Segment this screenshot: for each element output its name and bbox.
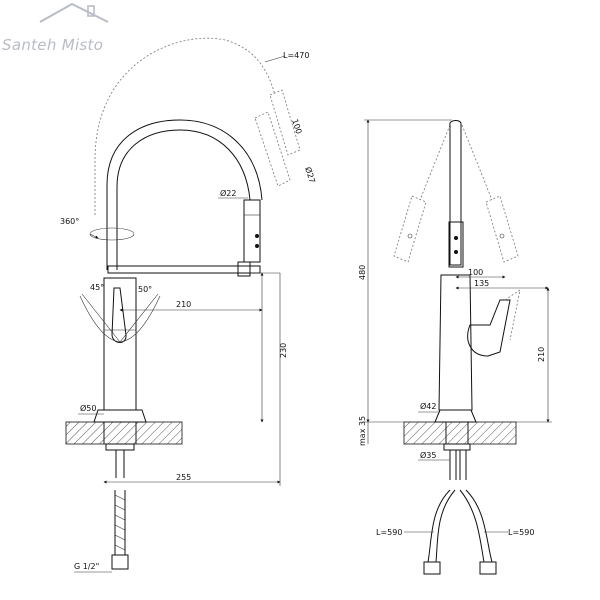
rotation-arrow bbox=[89, 233, 99, 239]
rotation-indicator bbox=[89, 227, 135, 241]
thread-label: G 1/2" bbox=[74, 562, 99, 571]
hose-braid-front bbox=[114, 494, 126, 551]
body-diameter-label: Ø50 bbox=[80, 403, 96, 413]
hose-stub-front bbox=[115, 450, 125, 478]
lever-handle bbox=[111, 287, 127, 343]
support-clip bbox=[237, 261, 251, 277]
height-to-spout-label: 230 bbox=[279, 343, 288, 358]
brand-logo: Santeh Misto bbox=[2, 2, 109, 54]
total-height-label: 480 bbox=[358, 265, 367, 280]
hose-right-label: L=590 bbox=[508, 528, 534, 537]
head-extension-label: 100 bbox=[290, 118, 303, 135]
faucet-body bbox=[103, 277, 137, 411]
lever-angle-left-ray bbox=[81, 293, 121, 343]
side-flange bbox=[434, 409, 477, 423]
ghost-spout-left bbox=[419, 124, 451, 201]
hose-front bbox=[114, 490, 126, 555]
ghost-head-right bbox=[485, 195, 519, 263]
hose-left bbox=[427, 489, 456, 563]
spout-diameter-label: Ø22 bbox=[220, 188, 236, 198]
brand-name: Santeh Misto bbox=[2, 36, 103, 54]
countertop-left bbox=[65, 421, 105, 445]
side-countertop-right bbox=[467, 421, 517, 445]
ghost-head-left bbox=[393, 195, 427, 263]
spray-head bbox=[243, 199, 261, 263]
spray-button-1 bbox=[255, 234, 259, 238]
spout-pipe-inner bbox=[116, 129, 251, 270]
ghost-spout-right bbox=[461, 124, 493, 201]
spray-button-2 bbox=[255, 244, 259, 248]
side-lever-ghost bbox=[504, 289, 521, 341]
spout-pipe-outer bbox=[106, 119, 263, 270]
side-mount-nut bbox=[443, 443, 471, 451]
house-roof-icon bbox=[39, 2, 109, 23]
lever-angle-right-label: 50° bbox=[138, 285, 152, 294]
max-thickness-label: max 35 bbox=[358, 416, 367, 446]
side-spout bbox=[449, 120, 462, 266]
hose-left-label: L=590 bbox=[376, 528, 402, 537]
front-view: L=470 100 Ø27 Ø22 360° 45° 50° 210 230 Ø… bbox=[60, 37, 318, 573]
house-chimney-icon bbox=[87, 5, 95, 17]
lever-angle-right-arc bbox=[119, 295, 161, 343]
ghost-button-left bbox=[407, 233, 413, 239]
spout-offset-label: 135 bbox=[474, 279, 489, 288]
hose-right-fitting bbox=[479, 561, 497, 575]
side-button-2 bbox=[454, 250, 458, 254]
hose-left-fitting bbox=[423, 561, 441, 575]
side-lever bbox=[467, 299, 511, 357]
spout-height-label: 210 bbox=[537, 347, 546, 362]
side-spray-head bbox=[448, 221, 464, 268]
side-mount-shank bbox=[445, 421, 469, 445]
support-bar bbox=[107, 265, 261, 274]
hose-fitting-front bbox=[111, 554, 129, 570]
side-body bbox=[438, 274, 473, 411]
lever-angle-left-arc bbox=[79, 295, 121, 343]
side-hose-stubs bbox=[449, 450, 467, 480]
rotation-label: 360° bbox=[60, 217, 79, 226]
countertop-right bbox=[135, 421, 183, 445]
side-view: 480 max 35 100 135 210 Ø42 Ø35 L=590 L=5… bbox=[358, 119, 552, 575]
side-countertop-left bbox=[403, 421, 447, 445]
spout-swing-arc bbox=[94, 37, 276, 215]
lever-angle-left-label: 45° bbox=[90, 283, 104, 292]
side-button-1 bbox=[454, 236, 458, 240]
side-body-diameter-label: Ø42 bbox=[420, 401, 436, 411]
mount-shank bbox=[103, 421, 137, 445]
ghost-button-right bbox=[499, 233, 505, 239]
spout-length-label: L=470 bbox=[283, 51, 309, 60]
reach-label: 255 bbox=[176, 473, 191, 482]
lever-angle-right-ray bbox=[119, 293, 159, 343]
shank-diameter-label: Ø35 bbox=[420, 450, 436, 460]
ghost-head-2 bbox=[269, 89, 301, 156]
base-flange bbox=[93, 409, 147, 423]
mount-nut bbox=[105, 443, 135, 451]
lever-to-head-label: 210 bbox=[176, 300, 191, 309]
ghost-head-1 bbox=[254, 111, 291, 187]
head-offset-label: 100 bbox=[468, 268, 483, 277]
hose-right bbox=[459, 489, 493, 563]
dim-470-leader bbox=[264, 55, 286, 63]
head-diameter-label: Ø27 bbox=[303, 166, 318, 185]
